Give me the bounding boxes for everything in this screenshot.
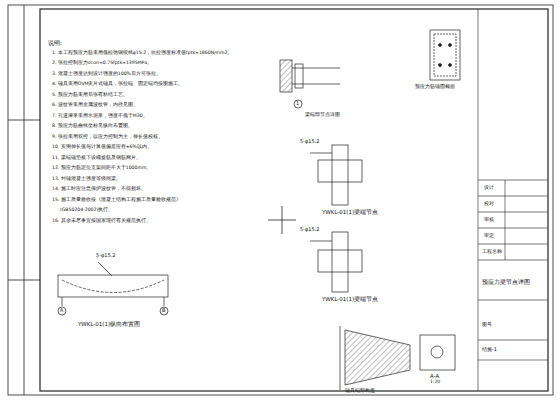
drawing-label: 5-φ15.2	[300, 227, 319, 232]
drawing-label: A	[60, 308, 63, 313]
center-mark	[268, 206, 296, 234]
drawing-label: 7. 孔道灌浆采用水泥浆，强度不低于M30。	[52, 114, 148, 119]
drawing-label: 14. 施工时应注意保护波纹管，不得损坏。	[52, 187, 146, 192]
beam-end-node	[310, 145, 362, 292]
drawing-label: YWKL-01(1)纵向布置图	[78, 322, 140, 328]
drawing-label: 工程名称	[482, 249, 502, 254]
drawing-label: YWKL-01(1)梁端节点	[322, 210, 378, 216]
drawing-label: 9. 张拉采用双控，以应力控制为主，伸长值校核。	[52, 135, 163, 140]
drawing-label: (GB50204-2002)执行。	[60, 208, 113, 213]
title-block	[478, 9, 548, 391]
drawing-label: 5-φ15.2	[96, 253, 115, 258]
sheet-frame	[8, 5, 553, 395]
drawing-label: 锚具端部构造	[345, 388, 375, 393]
drawing-label: A-A	[430, 374, 439, 380]
drawing-label: 1:20	[430, 380, 440, 385]
drawing-label: 审核	[484, 217, 494, 222]
drawing-label: 3. 混凝土强度达到设计强度的100%后方可张拉。	[52, 72, 161, 77]
drawing-label: 10. 实测伸长值与计算值偏差应在±6%以内。	[52, 145, 152, 150]
drawing-label: B	[162, 308, 165, 313]
drawing-label: 2. 张拉控制应力σcon=0.75fptk=1395MPa。	[52, 61, 152, 66]
drawing-label: 预应力筋锚固截面	[415, 84, 455, 89]
anchorage-zone	[340, 326, 455, 390]
drawing-label: 校对	[484, 201, 494, 206]
anchor-detail	[280, 60, 340, 108]
drawing-label: 13. 封锚混凝土强度等级同梁。	[52, 177, 121, 182]
drawing-label: 预应力梁节点详图	[482, 280, 530, 286]
beam-elevation	[58, 262, 168, 315]
drawing-label: 16. 其余未尽事宜按国家现行有关规范执行。	[52, 219, 151, 224]
drawing-label: 6. 波纹管采用金属波纹管，内径见图。	[52, 103, 138, 108]
drawing-label: 说明:	[48, 40, 62, 46]
drawing-label: 梁端部节点详图	[305, 112, 340, 117]
drawing-label: 1. 本工程预应力筋采用低松弛钢绞线φ15.2，抗拉强度标准值fptk=1860…	[52, 51, 233, 56]
drawing-label: 1	[296, 101, 299, 106]
drawing-label: 审定	[484, 233, 494, 238]
drawing-label: YWKL-01(1)梁端节点	[322, 297, 378, 303]
drawing-label: 设计	[484, 185, 494, 190]
drawing-label: 12. 预应力筋定位支架间距不大于1000mm。	[52, 166, 151, 171]
drawing-label: 5. 预应力筋采用后张有粘结工艺。	[52, 93, 128, 98]
section-detail	[430, 30, 460, 80]
drawing-label: 图号	[482, 322, 492, 327]
drawing-label: 15. 施工质量验收按《混凝土结构工程施工质量验收规范》	[52, 198, 181, 203]
drawing-label: 11. 梁端锚垫板下设螺旋筋及钢筋网片。	[52, 156, 141, 161]
drawing-label: 8. 预应力筋曲线坐标见纵向布置图。	[52, 124, 133, 129]
drawing-label: 结施-1	[482, 347, 497, 352]
drawing-label: 4. 锚具采用OVM夹片式锚具，张拉端、固定端均按图施工。	[52, 82, 183, 87]
drawing-label: 5-φ15.2	[300, 139, 319, 144]
